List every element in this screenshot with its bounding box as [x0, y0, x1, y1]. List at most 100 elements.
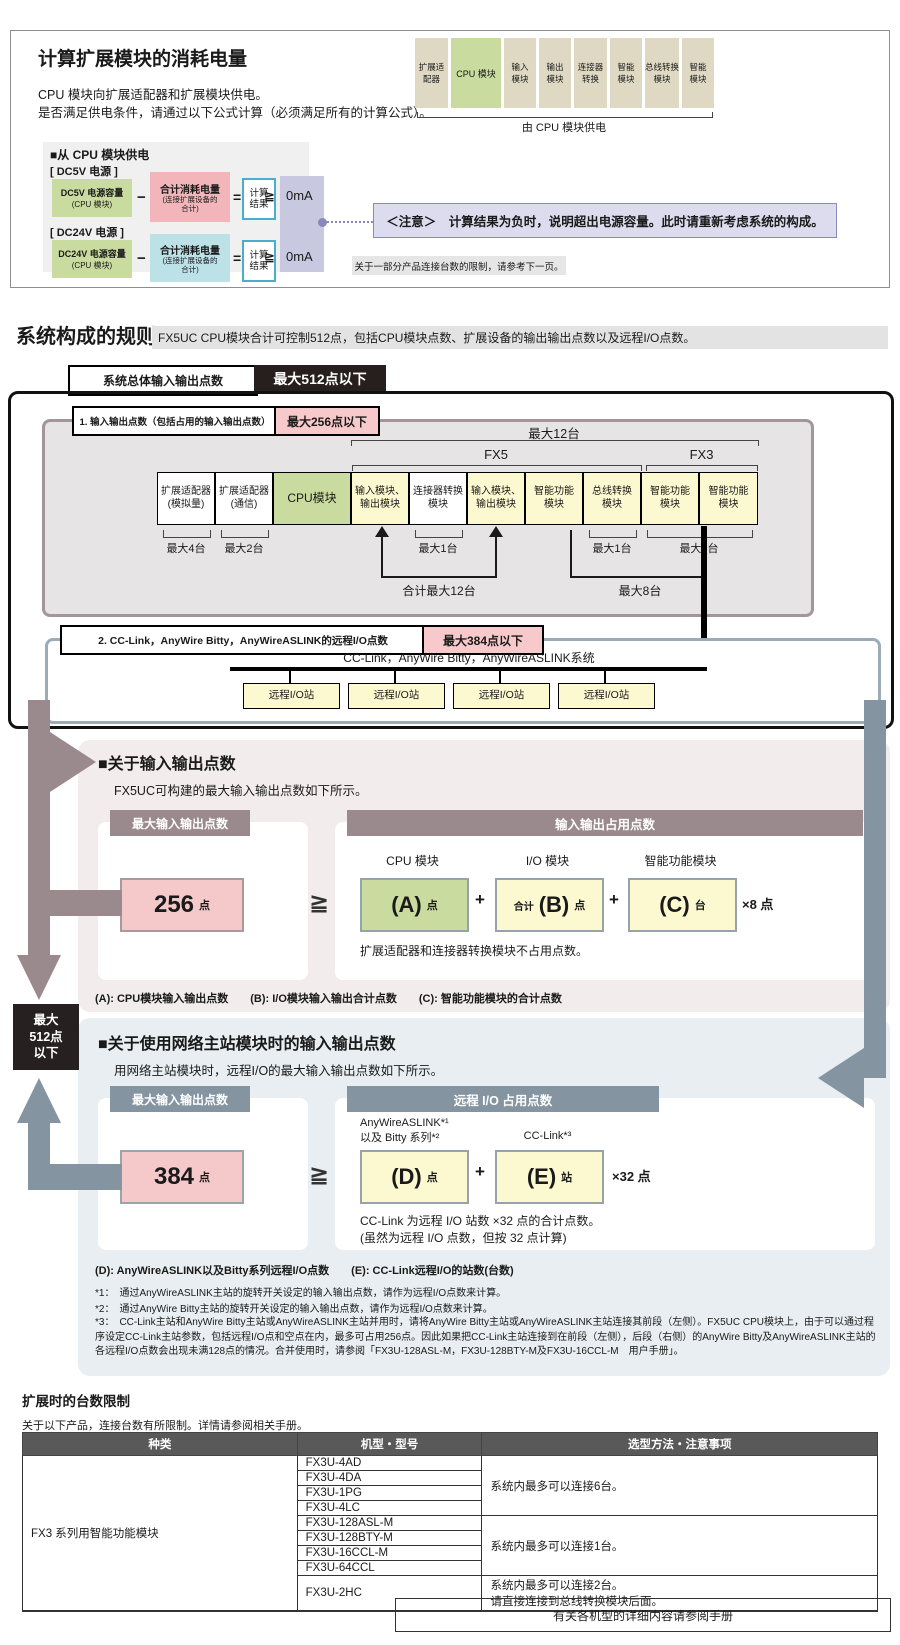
bracket-connector-conv [415, 530, 463, 538]
net-d-box: (D) 点 [360, 1150, 469, 1204]
io-gte: ≧ [308, 889, 330, 916]
bracket-fx3-modules [647, 530, 753, 538]
io-a-unit: 点 [426, 900, 438, 912]
result-box-1: 计算 结果 [242, 178, 276, 220]
fx3-label: FX3 [689, 447, 714, 462]
remote-station-1: 远程I/O站 [243, 683, 340, 709]
arrow-up-io2 [489, 526, 503, 537]
net-e-value: (E) [526, 1164, 557, 1189]
count-fx3-modules: 最大6台 [679, 543, 719, 555]
strip-caption: 由 CPU 模块供电 [521, 122, 607, 134]
arrow-up-to-512 [17, 1078, 61, 1123]
equals-sign-2: = [233, 250, 242, 266]
dc24v-consumption-sub: (连接扩展设备的 合计) [162, 255, 218, 274]
dc5v-capacity-label: DC5V 电源容量 [60, 188, 124, 198]
io-inner-max: 最大256点以下 [274, 406, 380, 436]
remote-drop-2 [394, 671, 396, 684]
result-column [280, 176, 324, 272]
note-cell-6units: 系统内最多可以连接6台。 [481, 1455, 878, 1516]
fx5-label: FX5 [484, 447, 508, 462]
model-cell: FX3U-128BTY-M [296, 1530, 483, 1546]
io-c-value: (C) [659, 892, 690, 917]
line-total12 [381, 576, 497, 578]
module-connector-conv: 连接器转换 模块 [409, 472, 467, 525]
limits-desc: 关于以下产品，连接台数有所限制。详情请参阅相关手册。 [22, 1420, 308, 1432]
caution-note: ＜注意＞ 计算结果为负时，说明超出电源容量。此时请重新考虑系统的构成。 [373, 203, 837, 238]
max12-label: 最大12台 [528, 427, 580, 441]
io-a-box: (A) 点 [360, 878, 469, 932]
pipe-right-vertical [864, 700, 886, 1078]
count-adapter-analog: 最大4台 [166, 543, 206, 555]
col-header-category: 种类 [22, 1432, 298, 1456]
module-cpu: CPU模块 [273, 472, 351, 525]
max512-box: 最大 512点 以下 [13, 1004, 79, 1070]
net-left-header: 最大输入输出点数 [110, 1086, 250, 1112]
io-b-value: (B) [538, 892, 570, 917]
max12-bracket [351, 440, 759, 446]
arrow-into-net-section [818, 1048, 864, 1108]
ref-note: 关于一部分产品连接台数的限制，请参考下一页。 [352, 256, 566, 275]
net-e-unit: 站 [561, 1172, 573, 1184]
power-line2: 是否满足供电条件，请通过以下公式计算（必须满足所有的计算公式）。 [38, 106, 432, 120]
io-legend: (A): CPU模块输入输出点数 (B): I/O模块输入输出合计点数 (C):… [95, 993, 562, 1005]
io-b-prefix: 合计 [513, 901, 534, 913]
io-b-unit: 点 [574, 900, 586, 912]
fx3-bracket [646, 465, 758, 471]
dc5v-consumption-label: 合计消耗电量 [160, 184, 220, 196]
gte-sign-1: ≧ [264, 188, 275, 203]
strip-bracket [417, 112, 713, 118]
note-cell-2units: 系统内最多可以连接2台。 请直接连接到总线转换模块后面。 [481, 1575, 878, 1612]
io-c-unit: 台 [694, 900, 706, 912]
io-max-points-box: 256 点 [120, 878, 244, 932]
result-box-2: 计算 结果 [242, 240, 276, 282]
net-max-points-value: 384 [153, 1163, 195, 1190]
count-bus-conv: 最大1台 [592, 543, 632, 555]
total-io-max: 最大512点以下 [254, 365, 386, 392]
net-note2: (虽然为远程 I/O 点数，但按 32 点计算) [360, 1231, 567, 1245]
power-line1: CPU 模块向扩展适配器和扩展模块供电。 [38, 88, 268, 102]
count-connector-conv: 最大1台 [418, 543, 458, 555]
module-adapter-analog: 扩展适配器 (模拟量) [157, 472, 215, 525]
io-intel-label: 智能功能模块 [644, 854, 717, 868]
dc5v-consumption-box: 合计消耗电量 (连接扩展设备的 合计) [150, 172, 230, 222]
remote-bus [230, 667, 707, 671]
strip-module-adapter: 扩展适 配器 [415, 38, 448, 108]
net-max-points-box: 384 点 [120, 1150, 244, 1204]
strip-module-output: 输出 模块 [539, 38, 571, 108]
minus-sign-1: − [137, 189, 146, 206]
module-io-1: 输入模块、 输出模块 [351, 472, 409, 525]
limits-table: 种类 机型・型号 选型方法・注意事项 FX3 系列用智能功能模块 FX3U-4A… [22, 1432, 878, 1612]
io-c-box: (C) 台 [628, 878, 737, 932]
dc24v-consumption-label: 合计消耗电量 [160, 245, 220, 257]
strip-module-bus: 总线转换 模块 [645, 38, 679, 108]
minus-sign-2: − [137, 250, 146, 267]
net-e-label: CC-Link*³ [523, 1130, 572, 1142]
fx5-bracket [352, 465, 642, 471]
diagram-outer-box [8, 391, 894, 729]
equals-sign-1: = [233, 189, 242, 205]
module-bus-conv: 总线转换 模块 [583, 472, 641, 525]
bracket-bus-conv [589, 530, 637, 538]
net-footnote-1: *1： 通过AnyWireASLINK主站的旋转开关设定的输入输出点数，请作为远… [95, 1288, 507, 1299]
rules-desc: FX5UC CPU模块合计可控制512点，包括CPU模块点数、扩展设备的输出输出… [152, 326, 888, 349]
remote-station-2: 远程I/O站 [348, 683, 445, 709]
power-section [10, 30, 890, 288]
io-right-header: 输入输出占用点数 [347, 810, 863, 836]
result-value-2: 0mA [286, 249, 313, 264]
limits-title: 扩展时的台数限制 [22, 1394, 130, 1409]
line-io1 [381, 537, 383, 578]
fx3-bus-line [701, 526, 707, 671]
io-max-points-value: 256 [153, 891, 195, 918]
model-cell: FX3U-1PG [296, 1485, 483, 1501]
io-left-header: 最大输入输出点数 [110, 810, 250, 836]
footer-note-box: 有关各机型的详细内容请参阅手册 [395, 1598, 891, 1632]
gte-sign-2: ≧ [264, 249, 275, 264]
pipe-left-vertical-lower [28, 1123, 50, 1190]
strip-module-intelligent1: 智能 模块 [610, 38, 642, 108]
module-adapter-comm: 扩展适配器 (通信) [215, 472, 273, 525]
arrow-into-io-section [50, 732, 96, 792]
pipe-left-vertical [28, 700, 50, 955]
line-max8-h [570, 576, 706, 578]
net-footnote-3: *3： CC-Link主站和AnyWire Bitty主站或AnyWireASL… [95, 1317, 876, 1357]
dc5v-label: [ DC5V 电源 ] [50, 166, 118, 178]
